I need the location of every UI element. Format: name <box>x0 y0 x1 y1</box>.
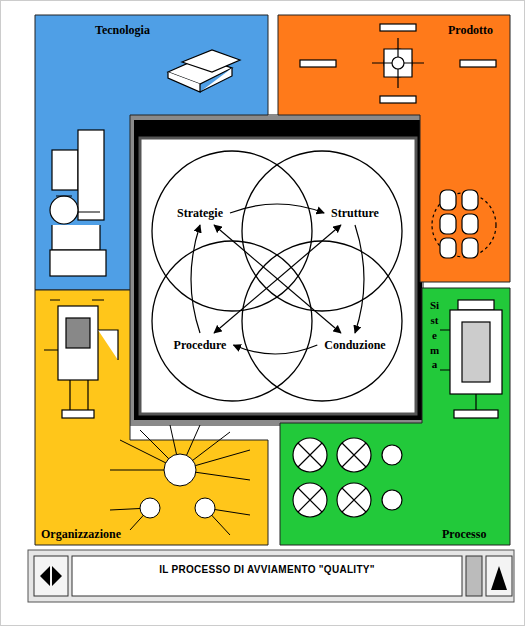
circle-outline <box>152 151 312 311</box>
node-label: Organizzazione <box>39 527 123 541</box>
arrow-connector <box>230 204 324 213</box>
shape <box>242 241 402 401</box>
parts-sketch <box>432 190 496 258</box>
shape <box>242 151 402 311</box>
shape <box>35 15 268 290</box>
node-label: Processo <box>440 527 488 541</box>
circle-outline <box>152 241 312 401</box>
label-holder: IL PROCESSO DI AVVIAMENTO "QUALITY" <box>157 559 377 577</box>
caption: IL PROCESSO DI AVVIAMENTO "QUALITY" <box>157 564 377 575</box>
books-sketch <box>168 50 240 92</box>
caption-box <box>72 556 462 596</box>
product-cross-sketch <box>300 24 496 103</box>
gear-sketch <box>293 438 402 517</box>
home-icon <box>491 566 507 590</box>
shape <box>280 288 510 545</box>
scroll-bar <box>466 556 482 596</box>
concept-circle: Strategie <box>152 151 312 311</box>
node-label: Strutture <box>329 206 381 220</box>
label-holder: Strutture <box>329 203 381 221</box>
arrow-connector <box>191 225 200 333</box>
nav-button <box>34 556 68 596</box>
arrow-connector <box>214 225 341 333</box>
circle-outline <box>242 151 402 311</box>
node-label: Procedure <box>172 338 229 352</box>
center-square <box>140 138 416 414</box>
node-label: Strategie <box>175 206 225 220</box>
bottom-bar <box>28 550 514 602</box>
label-holder: Prodotto <box>446 20 495 38</box>
label-holder: Processo <box>440 524 488 542</box>
black-frame <box>134 120 422 420</box>
vertical-label: Sistema <box>427 298 442 372</box>
concept-circle: Strutture <box>242 151 402 311</box>
label-holder: Sistema <box>427 298 442 372</box>
node-label: Conduzione <box>322 338 387 352</box>
label-holder: Conduzione <box>322 335 387 353</box>
machine-sketch <box>50 130 106 276</box>
arrow-connector <box>233 345 317 354</box>
grey-frame <box>128 114 424 426</box>
home-button <box>486 556 512 596</box>
shape <box>152 241 312 401</box>
label-holder: Strategie <box>175 203 225 221</box>
node-label: Tecnologia <box>93 23 152 37</box>
circle-outline <box>242 241 402 401</box>
arrow-connector <box>355 225 364 333</box>
label-holder: Tecnologia <box>93 20 152 38</box>
shape <box>152 151 312 311</box>
shape <box>35 290 268 545</box>
concept-circle: Procedure <box>152 241 312 401</box>
label-holder: Organizzazione <box>39 524 123 542</box>
org-machine-sketch <box>44 300 118 418</box>
arrow-connector <box>214 225 341 333</box>
system-machine-sketch <box>440 300 502 418</box>
concept-circle: Conduzione <box>242 241 402 401</box>
label-holder: Procedure <box>172 335 229 353</box>
network-sketch <box>110 425 250 535</box>
node-label: Prodotto <box>446 23 495 37</box>
nav-arrows <box>40 566 62 586</box>
